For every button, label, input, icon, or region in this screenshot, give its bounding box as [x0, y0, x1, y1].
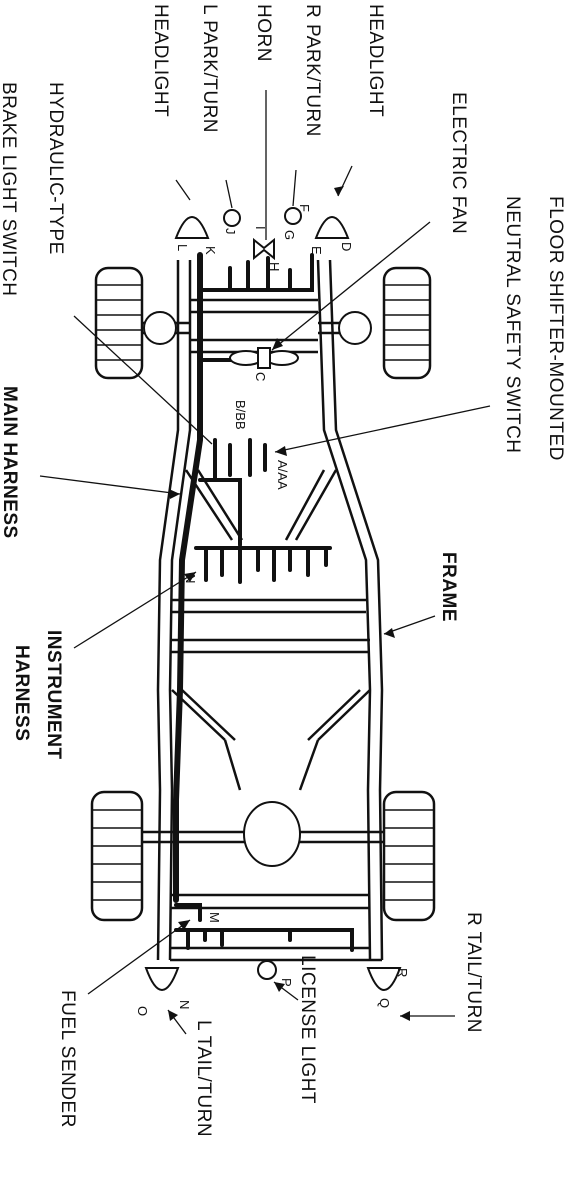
instrument-harness-wires	[194, 546, 332, 584]
front-hub-right	[338, 311, 372, 345]
label-hydraulic-1: HYDRAULIC-TYPE	[45, 82, 66, 255]
frame-rail-left	[156, 260, 180, 961]
electric-fan-icon	[229, 347, 299, 369]
label-r-park-turn: R PARK/TURN	[302, 4, 323, 137]
frame-rail-right-inner	[316, 259, 372, 961]
horn-icon	[253, 237, 275, 261]
label-headlight-left: HEADLIGHT	[150, 4, 171, 117]
connector-a-aa: A/AA	[275, 460, 290, 490]
connector-l: L	[175, 244, 190, 251]
headlight-left-icon	[174, 216, 210, 239]
license-light-icon	[257, 960, 277, 980]
connector-e: E	[309, 246, 324, 255]
label-floor-shifter-2: NEUTRAL SAFETY SWITCH	[502, 196, 523, 454]
connector-i: I	[253, 226, 268, 230]
label-floor-shifter-1: FLOOR SHIFTER-MOUNTED	[545, 196, 566, 461]
label-harness: HARNESS	[11, 645, 32, 741]
label-main-harness: MAIN HARNESS	[0, 386, 20, 539]
label-instrument: INSTRUMENT	[43, 630, 64, 760]
mid-crossmembers	[170, 598, 371, 791]
connector-b-bb: B/BB	[233, 400, 248, 430]
main-harness-wire	[173, 252, 203, 903]
label-electric-fan: ELECTRIC FAN	[448, 92, 469, 234]
r-park-turn-lamp-icon	[284, 207, 302, 225]
connector-o: O	[135, 1006, 150, 1016]
arrowheads	[168, 186, 410, 1021]
label-license-light: LICENSE LIGHT	[297, 955, 318, 1104]
front-harness-wires	[198, 253, 314, 362]
label-horn: HORN	[253, 4, 274, 62]
connector-p: P	[279, 978, 294, 987]
front-crossmembers	[184, 298, 338, 541]
connector-c: C	[253, 372, 268, 381]
connector-j: J	[223, 228, 238, 235]
tire-front-left	[94, 266, 144, 380]
connector-r: R	[395, 968, 410, 977]
connector-f: F	[297, 204, 312, 212]
rear-crossmembers	[170, 893, 382, 962]
differential-housing	[243, 801, 301, 867]
label-frame: FRAME	[438, 552, 459, 622]
front-hub-left	[143, 311, 177, 345]
connector-m: M	[207, 912, 222, 923]
rear-harness-wires	[174, 903, 354, 952]
label-headlight-right: HEADLIGHT	[365, 4, 386, 117]
rear-axle	[142, 801, 400, 867]
connector-d: D	[339, 242, 354, 251]
front-axle	[140, 311, 372, 345]
label-fuel-sender: FUEL SENDER	[57, 990, 78, 1128]
frame-rail-left-inner	[168, 260, 192, 961]
tail-light-left-icon	[144, 967, 180, 991]
leader-lines	[39, 90, 491, 1035]
label-l-park-turn: L PARK/TURN	[199, 4, 220, 133]
tire-rear-right	[382, 790, 436, 922]
connector-n: N	[177, 1000, 192, 1009]
tire-rear-left	[90, 790, 144, 922]
floor-harness-wires	[198, 438, 267, 547]
label-l-tail-turn: L TAIL/TURN	[193, 1020, 214, 1137]
headlight-right-icon	[314, 216, 350, 239]
label-hydraulic-2: BRAKE LIGHT SWITCH	[0, 82, 19, 297]
tail-light-right-icon	[366, 967, 402, 991]
connector-g: G	[282, 230, 297, 240]
connector-h: H	[267, 262, 282, 271]
label-r-tail-turn: R TAIL/TURN	[463, 912, 484, 1033]
tire-front-right	[382, 266, 432, 380]
frame-rail-right	[328, 259, 384, 961]
connector-k: K	[203, 246, 218, 255]
connector-q: Q	[377, 998, 392, 1008]
l-park-turn-lamp-icon	[223, 209, 241, 227]
